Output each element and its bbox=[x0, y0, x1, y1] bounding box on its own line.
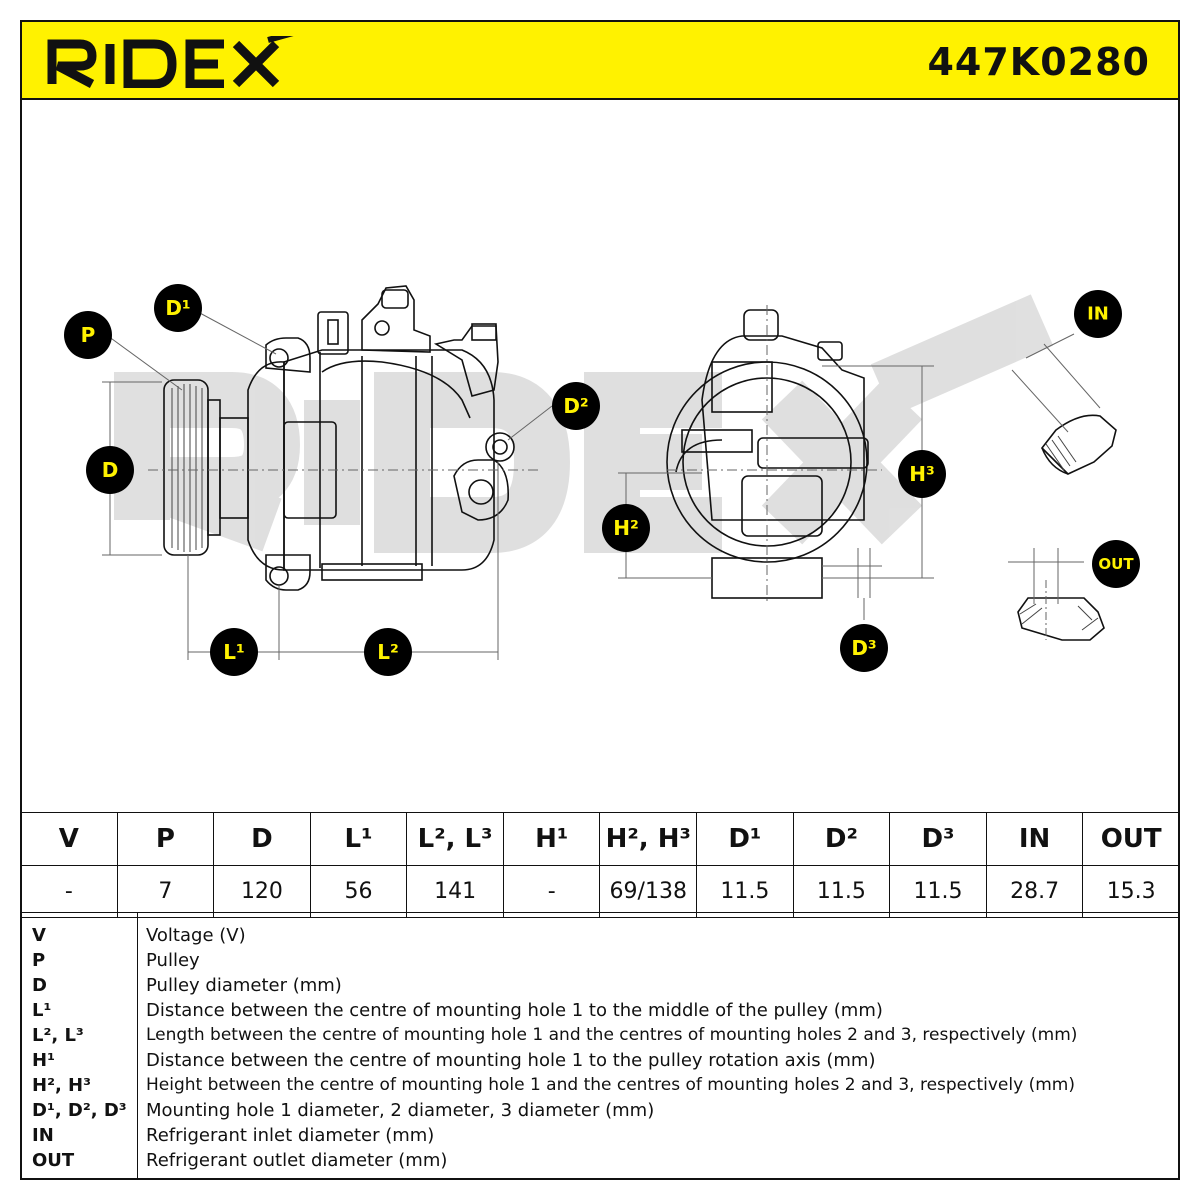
spec-header-cell: L², L³ bbox=[406, 812, 504, 866]
callout-h2: H² bbox=[602, 504, 650, 552]
spec-table: V P D L¹ L², L³ H¹ H², H³ D¹ D² D³ IN OU… bbox=[20, 812, 1180, 918]
legend-desc: Distance between the centre of mounting … bbox=[146, 1050, 876, 1071]
callout-d: D bbox=[86, 446, 134, 494]
legend-row: OUT Refrigerant outlet diameter (mm) bbox=[22, 1148, 1178, 1173]
svg-text:OUT: OUT bbox=[1098, 555, 1134, 573]
legend-key: L², L³ bbox=[32, 1025, 84, 1046]
header-bar: 447K0280 bbox=[20, 20, 1180, 100]
svg-text:IN: IN bbox=[1087, 304, 1109, 325]
svg-text:D³: D³ bbox=[851, 636, 876, 660]
legend-desc: Height between the centre of mounting ho… bbox=[146, 1075, 1075, 1095]
spec-value-cell: 15.3 bbox=[1082, 865, 1180, 918]
inlet-fitting bbox=[1011, 333, 1117, 475]
spec-header-row: V P D L¹ L², L³ H¹ H², H³ D¹ D² D³ IN OU… bbox=[20, 812, 1180, 866]
legend-row: L¹ Distance between the centre of mounti… bbox=[22, 998, 1178, 1023]
callout-d2: D² bbox=[552, 382, 600, 430]
spec-header-cell: V bbox=[20, 812, 118, 866]
spec-value-cell: - bbox=[20, 865, 118, 918]
outlet-fitting bbox=[1008, 548, 1105, 641]
ridex-watermark bbox=[114, 294, 1054, 553]
svg-text:D: D bbox=[102, 458, 119, 482]
legend-key: IN bbox=[32, 1125, 54, 1146]
part-number: 447K0280 bbox=[927, 40, 1150, 84]
legend-key: V bbox=[32, 925, 46, 946]
svg-text:H²: H² bbox=[613, 516, 639, 540]
spec-header-cell: IN bbox=[985, 812, 1084, 866]
spec-value-cell: 120 bbox=[213, 865, 311, 918]
callout-l1: L¹ bbox=[210, 628, 258, 676]
callout-h3: H³ bbox=[898, 450, 946, 498]
legend-row: V Voltage (V) bbox=[22, 923, 1178, 948]
legend-row: L², L³ Length between the centre of moun… bbox=[22, 1023, 1178, 1048]
legend-desc: Distance between the centre of mounting … bbox=[146, 1000, 883, 1021]
svg-text:D¹: D¹ bbox=[165, 296, 190, 320]
spec-header-cell: OUT bbox=[1082, 812, 1180, 866]
legend-desc: Refrigerant outlet diameter (mm) bbox=[146, 1150, 448, 1171]
spec-value-cell: 11.5 bbox=[792, 865, 891, 918]
spec-header-cell: D³ bbox=[889, 812, 987, 866]
legend-row: H², H³ Height between the centre of moun… bbox=[22, 1073, 1178, 1098]
spec-value-cell: 11.5 bbox=[889, 865, 987, 918]
legend-key: H², H³ bbox=[32, 1075, 92, 1096]
spec-value-cell: 141 bbox=[406, 865, 504, 918]
spec-value-row: - 7 120 56 141 - 69/138 11.5 11.5 11.5 2… bbox=[20, 865, 1180, 918]
spec-value-cell: 7 bbox=[116, 865, 215, 918]
svg-text:L²: L² bbox=[377, 640, 399, 664]
spec-header-cell: H², H³ bbox=[599, 812, 698, 866]
spec-header-cell: P bbox=[116, 812, 215, 866]
legend-desc: Length between the centre of mounting ho… bbox=[146, 1025, 1078, 1045]
legend-key: OUT bbox=[32, 1150, 75, 1171]
legend-divider bbox=[137, 913, 138, 1178]
legend-key: H¹ bbox=[32, 1050, 55, 1071]
spec-value-cell: 11.5 bbox=[696, 865, 794, 918]
legend-key: L¹ bbox=[32, 1000, 52, 1021]
legend-desc: Pulley bbox=[146, 950, 200, 971]
legend-desc: Pulley diameter (mm) bbox=[146, 975, 342, 996]
spec-header-cell: D¹ bbox=[696, 812, 794, 866]
legend-row: H¹ Distance between the centre of mounti… bbox=[22, 1048, 1178, 1073]
legend-row: IN Refrigerant inlet diameter (mm) bbox=[22, 1123, 1178, 1148]
legend-row: D¹, D², D³ Mounting hole 1 diameter, 2 d… bbox=[22, 1098, 1178, 1123]
callout-p: P bbox=[64, 311, 112, 359]
compressor-side-view bbox=[148, 285, 542, 591]
legend-row: D Pulley diameter (mm) bbox=[22, 973, 1178, 998]
svg-text:D²: D² bbox=[563, 394, 588, 418]
callout-in: IN bbox=[1074, 290, 1122, 338]
compressor-drawing: P D¹ D D² L¹ L² H² H³ D³ IN OUT bbox=[64, 284, 1140, 676]
spec-header-cell: D bbox=[213, 812, 311, 866]
legend-key: D bbox=[32, 975, 47, 996]
spec-value-cell: 28.7 bbox=[985, 865, 1084, 918]
spec-header-cell: L¹ bbox=[309, 812, 408, 866]
legend-key: D¹, D², D³ bbox=[32, 1100, 127, 1121]
spec-header-cell: H¹ bbox=[502, 812, 601, 866]
callout-l2: L² bbox=[364, 628, 412, 676]
legend-box: V Voltage (V) P Pulley D Pulley diameter… bbox=[20, 912, 1180, 1180]
compressor-rear-view bbox=[666, 305, 882, 605]
legend-desc: Voltage (V) bbox=[146, 925, 246, 946]
legend-key: P bbox=[32, 950, 46, 971]
legend-desc: Refrigerant inlet diameter (mm) bbox=[146, 1125, 435, 1146]
spec-value-cell: 56 bbox=[309, 865, 408, 918]
svg-text:H³: H³ bbox=[909, 462, 935, 486]
legend-row: P Pulley bbox=[22, 948, 1178, 973]
callout-d3: D³ bbox=[840, 624, 888, 672]
spec-value-cell: - bbox=[502, 865, 601, 918]
callout-d1: D¹ bbox=[154, 284, 202, 332]
spec-value-cell: 69/138 bbox=[599, 865, 698, 918]
svg-text:L¹: L¹ bbox=[223, 640, 245, 664]
legend-desc: Mounting hole 1 diameter, 2 diameter, 3 … bbox=[146, 1100, 655, 1121]
callout-out: OUT bbox=[1092, 540, 1140, 588]
svg-text:P: P bbox=[81, 323, 96, 347]
ridex-logo bbox=[47, 36, 294, 88]
spec-header-cell: D² bbox=[792, 812, 891, 866]
